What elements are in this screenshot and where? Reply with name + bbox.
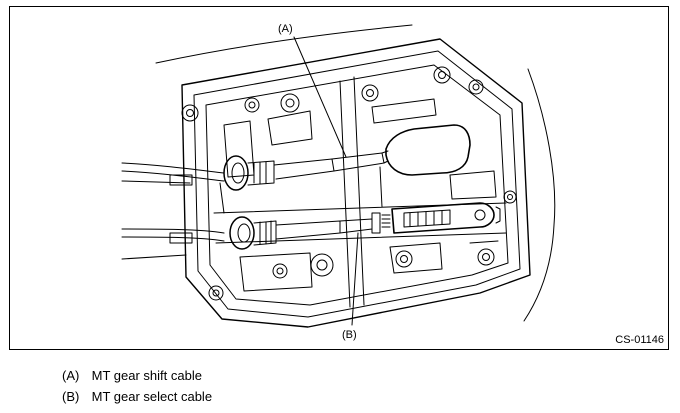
mounting-bolts	[181, 66, 517, 301]
bolt-icon	[468, 79, 484, 95]
legend-key: (B)	[62, 389, 80, 404]
bolt-icon	[503, 190, 517, 204]
mt-gear-select-cable	[229, 202, 501, 250]
bolt-icon	[272, 263, 288, 279]
mt-gear-shift-cable	[223, 124, 471, 191]
legend-text: MT gear shift cable	[91, 368, 202, 383]
bolt-icon	[477, 248, 495, 266]
bolt-icon	[395, 250, 413, 268]
figure-code: CS-01146	[615, 334, 664, 346]
callout-b: (B)	[342, 329, 357, 341]
body-contour	[155, 24, 556, 322]
bolt-icon	[181, 104, 199, 122]
cable-hoses	[121, 162, 225, 260]
legend-item-a: (A) MT gear shift cable	[62, 368, 202, 383]
legend-item-b: (B) MT gear select cable	[62, 389, 212, 404]
base-plate	[181, 38, 531, 328]
bolt-icon	[310, 253, 334, 277]
legend-text: MT gear select cable	[91, 389, 213, 404]
bolt-icon	[361, 84, 379, 102]
bolt-icon	[433, 66, 451, 84]
gear-shift-unit-drawing	[121, 24, 556, 328]
callout-a: (A)	[278, 23, 293, 35]
diagram-frame: (A) (B) CS-01146	[9, 6, 669, 350]
legend-key: (A)	[62, 368, 80, 383]
bolt-icon	[208, 285, 224, 301]
leader-lines	[293, 36, 359, 326]
bolt-icon	[244, 97, 260, 113]
bolt-icon	[280, 93, 300, 113]
